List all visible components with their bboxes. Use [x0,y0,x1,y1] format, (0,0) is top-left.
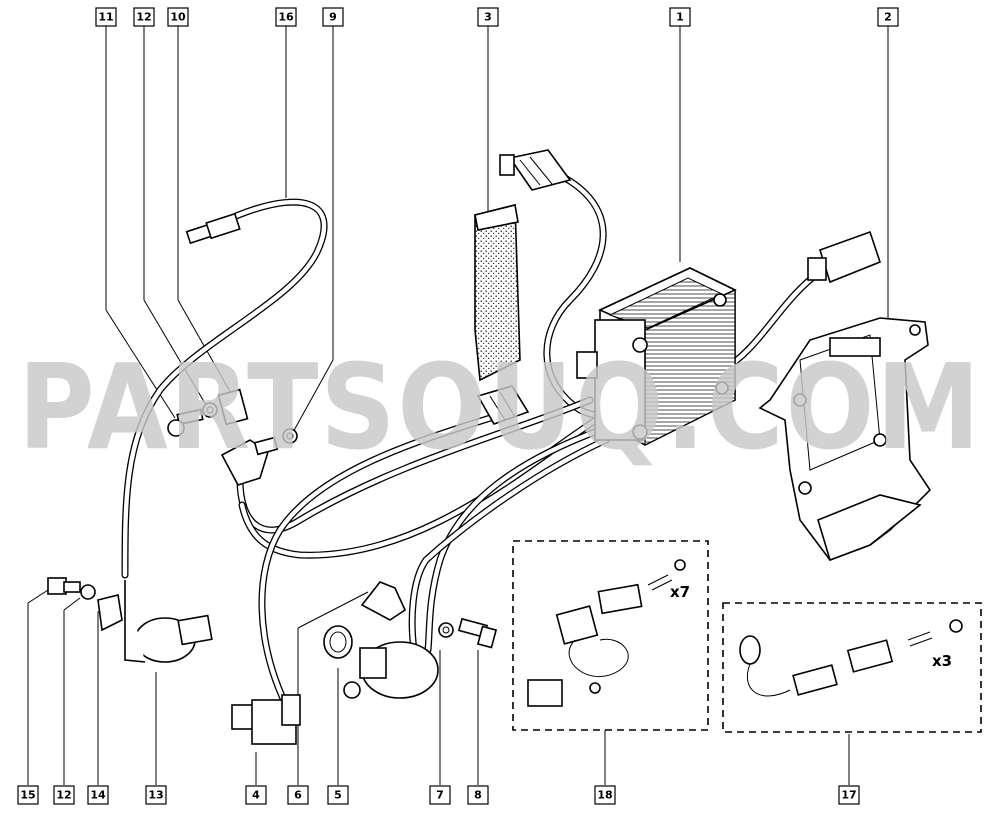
switch-part-4 [231,694,301,745]
fasteners-upper [167,388,298,486]
callout-label-16: 16 [278,11,294,24]
callout-label-17: 17 [841,789,856,802]
callout-15: 15 [17,785,39,805]
callout-8: 8 [467,785,489,805]
watermark-text: PARTSOUQ.COM [18,338,982,476]
callout-label-1: 1 [676,11,684,24]
callout-label-8: 8 [474,789,482,802]
callout-12-bottom: 12 [53,785,75,805]
callout-6: 6 [287,785,309,805]
callout-label-12-bottom: 12 [56,789,71,802]
callout-label-13: 13 [148,789,163,802]
callout-10: 10 [167,7,189,27]
ecu-control-unit [576,267,737,446]
parts-5-6-7-8 [323,581,498,699]
fasteners-lower-left [47,577,123,632]
callout-5: 5 [327,785,349,805]
callout-label-18: 18 [597,789,612,802]
callout-12-top: 12 [133,7,155,27]
kit-18-box [512,540,709,731]
callout-label-14: 14 [90,789,106,802]
connector-mid [476,385,530,425]
callout-14: 14 [87,785,109,805]
callout-label-4: 4 [252,789,260,802]
fitting-part-16 [185,212,241,245]
sensor-part-13 [124,580,213,663]
callout-18: 18 [594,785,616,805]
callout-13: 13 [145,785,167,805]
callout-16: 16 [275,7,297,27]
callout-1: 1 [669,7,691,27]
callout-label-3: 3 [484,11,492,24]
leader-lines [27,26,889,785]
wiring-harness [121,174,824,709]
callout-label-6: 6 [294,789,302,802]
callout-2: 2 [877,7,899,27]
callout-label-12-top: 12 [136,11,151,24]
callout-3: 3 [477,7,499,27]
callout-label-15: 15 [20,789,35,802]
callout-11: 11 [95,7,117,27]
callout-17: 17 [838,785,860,805]
strap-part-3 [474,203,521,382]
connector-top [499,149,572,191]
callout-label-5: 5 [334,789,342,802]
kit-17-box [722,602,982,733]
callout-label-11: 11 [98,11,113,24]
callout-4: 4 [245,785,267,805]
bracket-part-2 [758,230,932,562]
callout-9: 9 [322,7,344,27]
callout-label-10: 10 [170,11,186,24]
callout-label-9: 9 [329,11,337,24]
kit-18-quantity: x7 [670,583,690,601]
callout-label-2: 2 [884,11,892,24]
kit-17-quantity: x3 [932,652,952,670]
callout-label-7: 7 [436,789,444,802]
callout-7: 7 [429,785,451,805]
